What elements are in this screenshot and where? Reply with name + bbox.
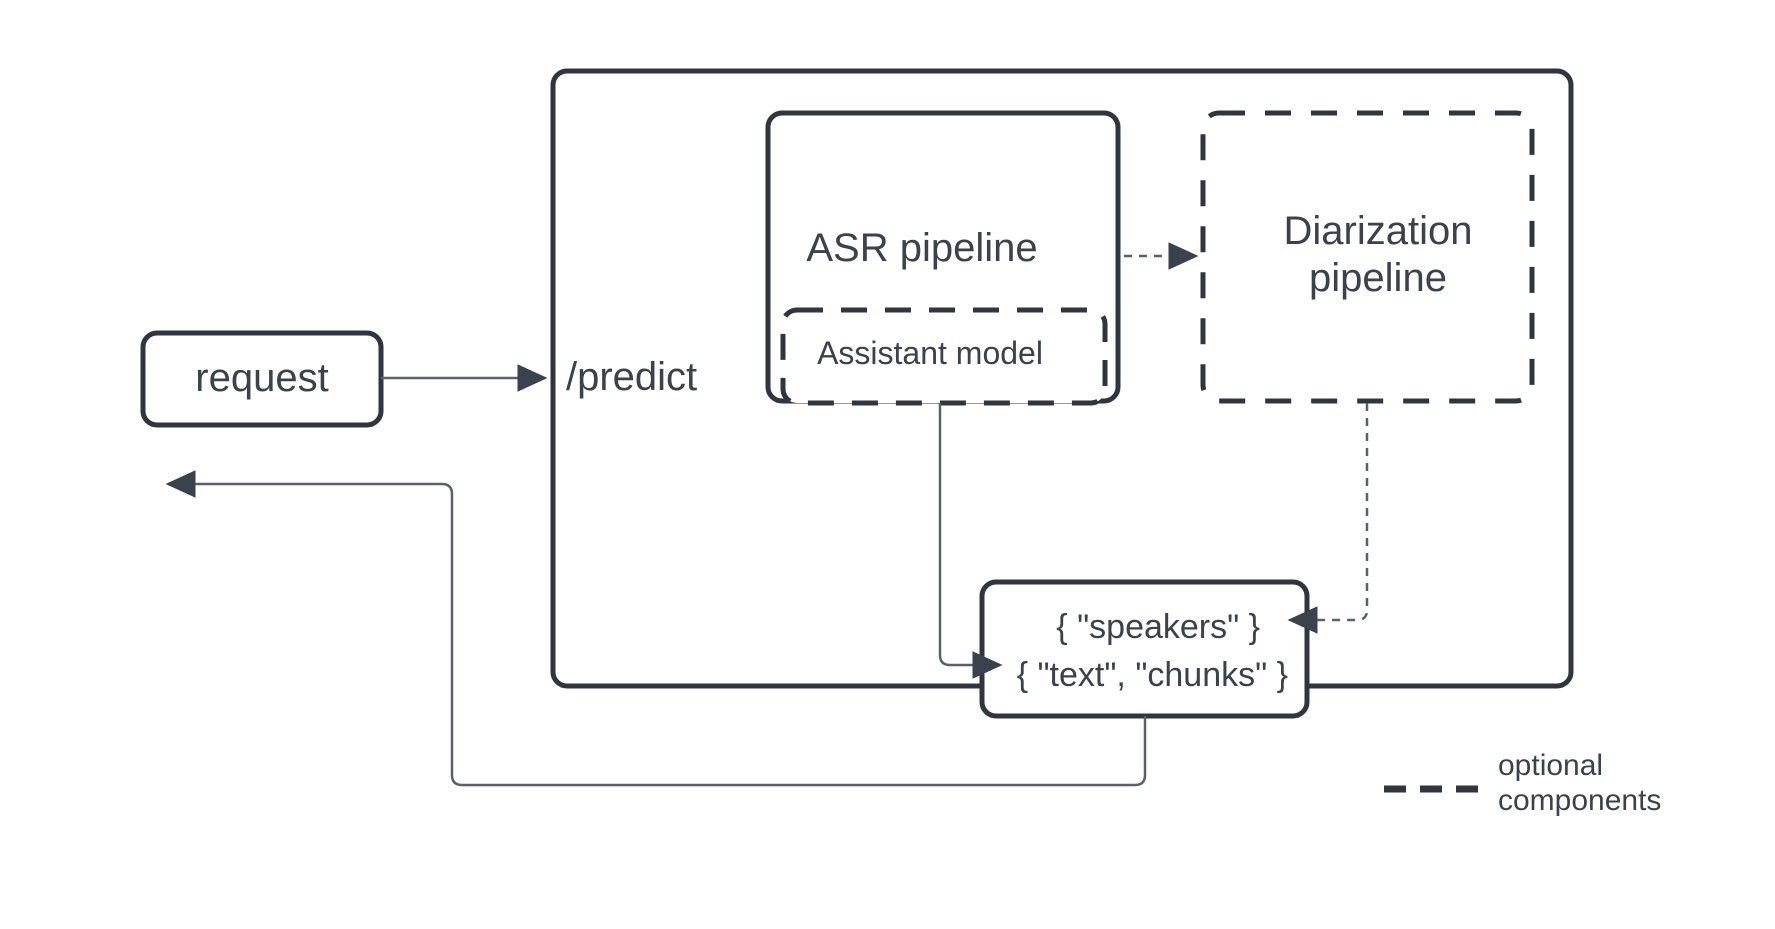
edge-asr-to-output (938, 403, 1003, 679)
output-json-box[interactable] (979, 579, 1310, 719)
edge-output-to-response (165, 470, 1147, 787)
assistant-model-box[interactable] (780, 307, 1108, 406)
edge-diarization-to-output (1287, 403, 1369, 634)
diarization-pipeline-box[interactable] (1200, 110, 1535, 404)
request-node-box[interactable] (140, 330, 384, 428)
